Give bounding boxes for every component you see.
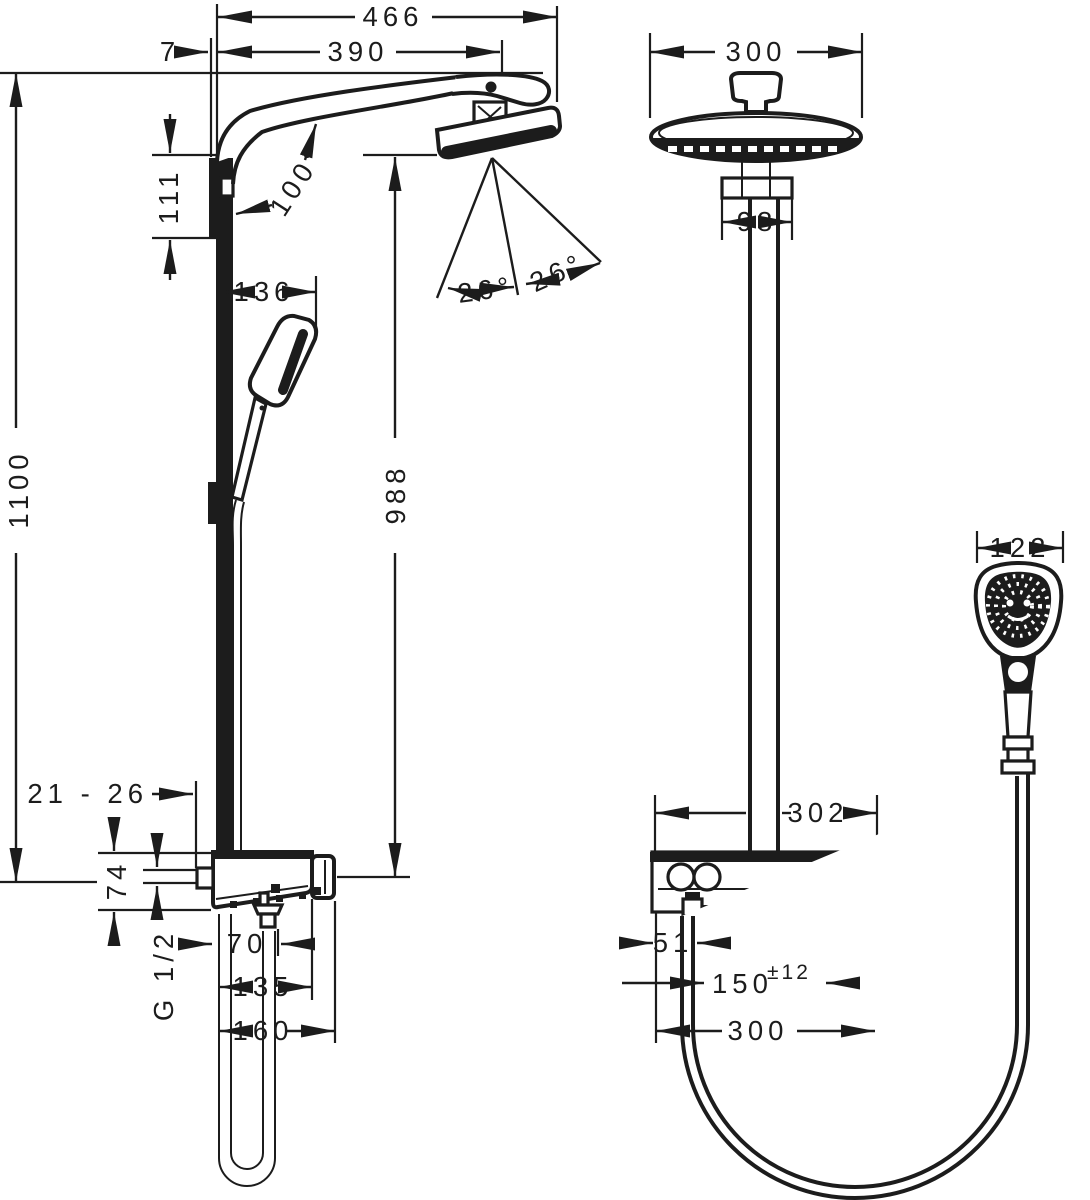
- dim-300-bottom: 300: [728, 1015, 789, 1046]
- overhead-knob-front: [728, 71, 784, 114]
- dim-160: 160: [233, 1015, 294, 1046]
- dim-135: 135: [233, 971, 294, 1002]
- dim-70: 70: [227, 928, 268, 959]
- dim-466: 466: [363, 1, 424, 32]
- g12-connector: [195, 866, 215, 890]
- hand-shower-handle-front: [1003, 690, 1033, 739]
- ball-joint: [485, 81, 497, 93]
- spray-line: [435, 157, 494, 299]
- hand-shower-handle-side: [230, 395, 268, 503]
- spray-line: [491, 157, 602, 263]
- outlet-stem: [258, 891, 270, 907]
- spray-line: [490, 157, 520, 296]
- dim-7: 7: [160, 36, 180, 67]
- slider-holder: [208, 482, 221, 524]
- outlet-spout: [251, 903, 285, 916]
- dim-122: 122: [990, 532, 1051, 563]
- spray-face-side: [441, 125, 557, 158]
- shower-bar: [216, 158, 233, 853]
- thread-label: G 1/2: [148, 929, 179, 1021]
- bracket-notch: [219, 176, 235, 198]
- hose-loop-side: [218, 914, 276, 1187]
- dim-136: 136: [234, 276, 295, 307]
- dim-98: 98: [737, 206, 778, 237]
- ceiling-bracket-front: [720, 176, 794, 200]
- wall-bracket: [209, 158, 222, 238]
- dim-line-100deg: [235, 199, 273, 216]
- dim-51: 51: [653, 927, 694, 958]
- dim-111: 111: [153, 168, 184, 225]
- dim-300-top: 300: [726, 36, 787, 67]
- hand-shower-hose-side: [231, 499, 237, 852]
- arm-end: [451, 72, 552, 107]
- dim-390: 390: [328, 36, 389, 67]
- dim-26deg-right: 26°: [525, 247, 589, 298]
- side-view: 466 390 7 111 100° 136 26° 26° 988 1100 …: [0, 1, 602, 1187]
- front-view: 300 98 302 122 51 150 ±12 300: [619, 33, 1065, 1200]
- hose-nipple: [685, 892, 700, 899]
- dim-150-tolerance: ±12: [767, 961, 811, 984]
- dim-302: 302: [788, 797, 849, 828]
- dim-74: 74: [101, 860, 132, 901]
- dim-988: 988: [380, 464, 411, 525]
- hand-shower-face-side: [278, 329, 308, 395]
- hose-connector: [1002, 735, 1034, 751]
- dim-21-26: 21 - 26: [27, 778, 148, 809]
- dim-26deg-left: 26°: [455, 270, 515, 309]
- select-button: [692, 862, 722, 892]
- dim-1100: 1100: [3, 449, 34, 528]
- select-button: [666, 862, 696, 892]
- spray-angle-arrows: [447, 286, 483, 302]
- dim-150: 150: [712, 968, 773, 999]
